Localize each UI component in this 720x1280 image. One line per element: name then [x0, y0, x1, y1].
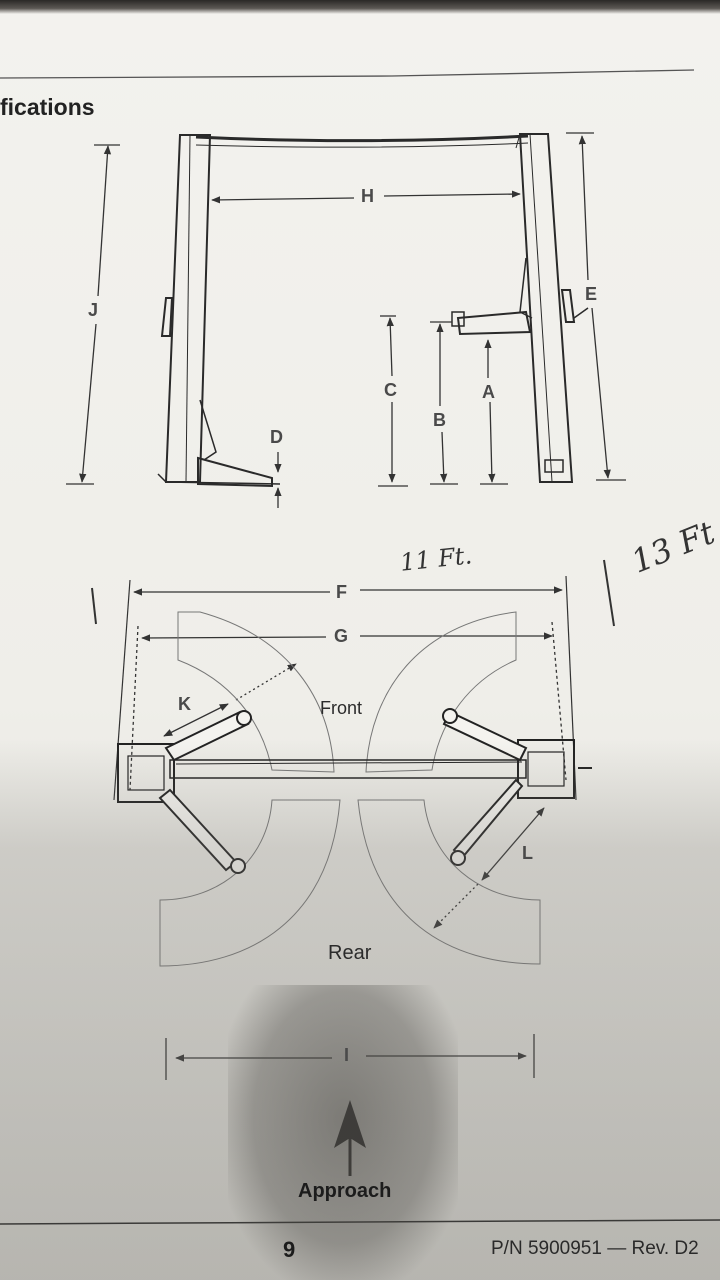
part-number: P/N 5900951 — Rev. D2 [491, 1238, 699, 1259]
dim-a-bottom [488, 401, 496, 483]
lift-base [117, 739, 592, 803]
dim-e-bottom [591, 307, 611, 479]
swing-zone-left-rear [159, 799, 341, 967]
header-rule-left [0, 75, 393, 79]
swing-zone-right-front [365, 611, 517, 773]
section-title: fications [0, 94, 95, 120]
pad-left-rear [230, 858, 246, 874]
header-rule-right [391, 69, 695, 77]
swing-zone-left-front [177, 611, 335, 773]
dim-j-bottom [79, 323, 97, 483]
pad-right-front [442, 708, 458, 724]
left-arm [197, 456, 273, 488]
swing-zone-right-rear [357, 799, 541, 965]
arm-right-front [442, 710, 528, 762]
right-post-base [517, 739, 575, 799]
arm-right-rear [452, 778, 524, 860]
lift-arms [158, 708, 528, 874]
left-post-base [117, 743, 175, 803]
front-dimensions [66, 132, 626, 508]
label-g: G [334, 626, 349, 646]
dim-c-top [386, 317, 394, 377]
right-arm [456, 310, 532, 336]
label-a: A [482, 382, 495, 402]
swing-zones [159, 611, 541, 967]
label-e: E [585, 284, 598, 304]
hand-shadow [228, 985, 458, 1280]
label-f: F [336, 582, 347, 602]
label-l: L [522, 843, 533, 863]
handwriting-marks [91, 559, 615, 627]
arm-left-rear [158, 788, 238, 872]
label-c: C [384, 380, 397, 400]
dim-h-right [383, 190, 521, 198]
approach-label: Approach [298, 1180, 392, 1202]
pad-right-rear [450, 850, 466, 866]
dim-g-left [141, 634, 327, 642]
dim-j-top [97, 145, 112, 297]
dim-h-left [211, 196, 355, 204]
left-carriage [199, 399, 217, 461]
photo-edge-shadow [0, 0, 720, 14]
label-h: H [361, 186, 374, 206]
front-view [157, 133, 589, 488]
floor-plate [169, 759, 527, 779]
dim-k [163, 703, 229, 737]
dim-l [481, 807, 545, 881]
dim-b-bottom [440, 431, 448, 483]
label-b: B [433, 410, 446, 430]
right-motor [560, 289, 576, 323]
front-label: Front [320, 698, 363, 718]
label-d: D [270, 427, 283, 447]
label-j: J [88, 300, 99, 320]
pad-left-front [236, 710, 252, 726]
overhead-beam [195, 134, 529, 143]
page-number: 9 [283, 1237, 296, 1262]
rear-label: Rear [328, 942, 372, 964]
label-k: K [178, 694, 191, 714]
label-i: I [344, 1045, 350, 1065]
right-column [518, 133, 574, 483]
left-motor [160, 297, 174, 337]
dim-e-top [578, 135, 589, 281]
